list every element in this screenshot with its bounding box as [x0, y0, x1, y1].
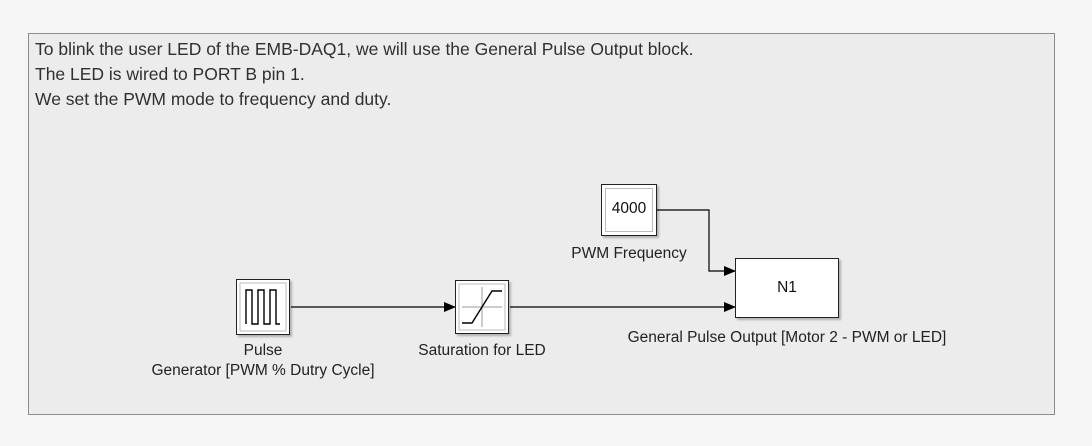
- pwm-frequency-label: PWM Frequency: [571, 245, 687, 262]
- pwm-frequency-inner: [605, 188, 653, 232]
- pulse-generator-block[interactable]: [236, 279, 290, 335]
- pulse-generator-label-line-1: Pulse: [243, 342, 283, 359]
- annotation-text[interactable]: To blink the user LED of the EMB-DAQ1, w…: [35, 37, 694, 112]
- general-pulse-output-text: N1: [777, 279, 797, 296]
- general-pulse-output-label: General Pulse Output [Motor 2 - PWM or L…: [627, 329, 947, 346]
- saturation-curve-icon: [458, 283, 506, 331]
- pulse-generator-label: Pulse Generator [PWM % Dutry Cycle]: [133, 341, 393, 381]
- annotation-line-1: To blink the user LED of the EMB-DAQ1, w…: [35, 39, 694, 59]
- saturation-label: Saturation for LED: [418, 342, 546, 359]
- pwm-frequency-block[interactable]: 4000: [601, 184, 657, 236]
- annotation-line-2: The LED is wired to PORT B pin 1.: [35, 64, 305, 84]
- annotation-line-3: We set the PWM mode to frequency and dut…: [35, 89, 392, 109]
- saturation-block[interactable]: [455, 280, 509, 334]
- signal-line-frequency-to-output[interactable]: [657, 209, 736, 276]
- pulse-generator-label-line-2: Generator [PWM % Dutry Cycle]: [151, 362, 375, 379]
- pwm-frequency-value: 4000: [611, 200, 647, 217]
- pulse-wave-icon: [239, 282, 287, 332]
- annotation-area[interactable]: [28, 33, 1055, 415]
- general-pulse-output-block[interactable]: N1: [735, 258, 839, 318]
